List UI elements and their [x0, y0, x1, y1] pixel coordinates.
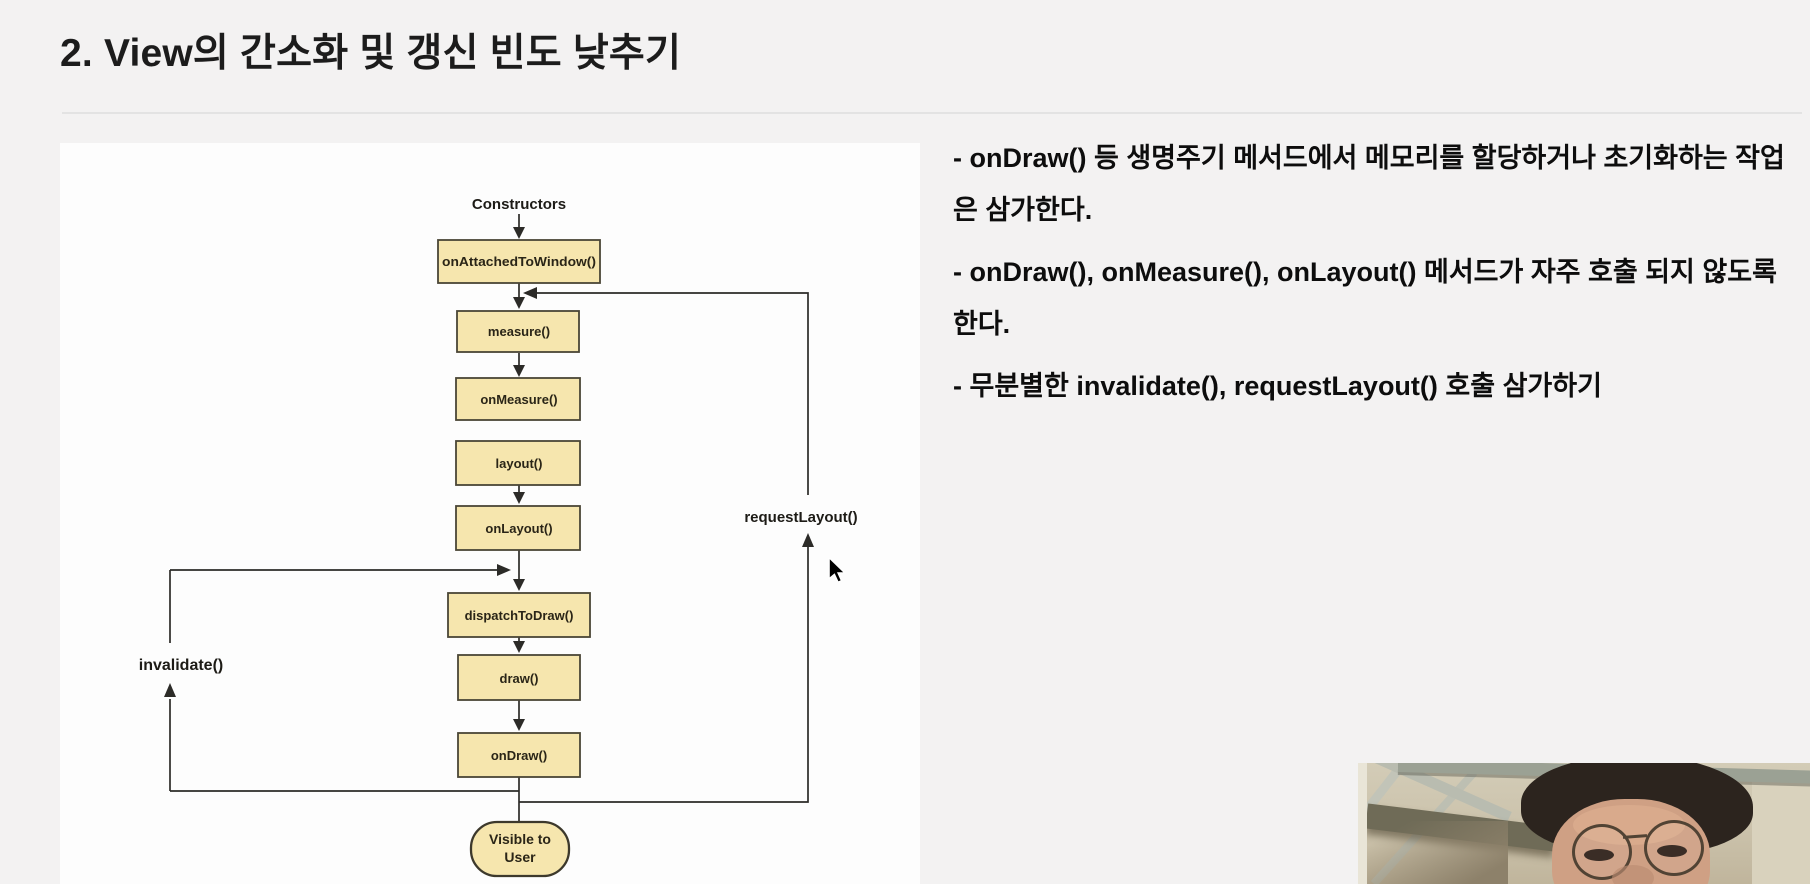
lifecycle-diagram-panel: Constructors invalidate() requestLayout(… — [60, 143, 920, 884]
notes-block: - onDraw() 등 생명주기 메서드에서 메모리를 할당하거나 초기화하는… — [953, 132, 1810, 422]
presenter-nose-shadow — [1612, 865, 1654, 884]
flow-node-layout: layout() — [455, 440, 581, 486]
presenter-webcam-overlay — [1358, 763, 1810, 884]
note-line: - 무분별한 invalidate(), requestLayout() 호출 … — [953, 371, 1602, 401]
svg-text:draw(): draw() — [500, 671, 539, 686]
flow-requestlayout-label: requestLayout() — [744, 509, 857, 526]
flow-invalidate-label: invalidate() — [139, 657, 223, 674]
svg-text:onLayout(): onLayout() — [485, 521, 552, 536]
note-line: 한다. — [953, 309, 1011, 339]
flow-node-measure: measure() — [456, 310, 580, 353]
flow-node-draw: draw() — [457, 654, 581, 701]
note-paragraph: - onDraw() 등 생명주기 메서드에서 메모리를 할당하거나 초기화하는… — [953, 132, 1810, 236]
svg-text:onDraw(): onDraw() — [491, 748, 547, 763]
flow-node-onmeasure: onMeasure() — [455, 377, 581, 421]
flow-node-onlayout: onLayout() — [455, 505, 581, 551]
webcam-wall — [1752, 778, 1810, 884]
webcam-wall-corner — [1358, 763, 1367, 884]
svg-text:onMeasure(): onMeasure() — [480, 392, 557, 407]
lifecycle-flowchart: Constructors invalidate() requestLayout(… — [139, 196, 858, 878]
note-line: 은 삼가한다. — [953, 195, 1093, 225]
webcam-wall-shadow — [1358, 821, 1508, 884]
svg-text:Visible to: Visible to — [489, 831, 551, 847]
flow-arrowheads — [164, 227, 814, 731]
note-paragraph: - onDraw(), onMeasure(), onLayout() 메서드가… — [953, 246, 1810, 350]
flow-node-onattachedtowindow: onAttachedToWindow() — [437, 239, 601, 284]
note-line: - onDraw() 등 생명주기 메서드에서 메모리를 할당하거나 초기화하는… — [953, 143, 1785, 173]
note-line: - onDraw(), onMeasure(), onLayout() 메서드가… — [953, 257, 1777, 287]
mouse-cursor — [826, 556, 848, 583]
svg-text:measure(): measure() — [488, 324, 550, 339]
svg-text:layout(): layout() — [496, 456, 543, 471]
flow-start-label: Constructors — [472, 196, 566, 213]
flow-node-ondraw: onDraw() — [457, 732, 581, 778]
flow-node-dispatchtodraw: dispatchToDraw() — [447, 592, 591, 638]
presenter-glasses-lens — [1644, 820, 1704, 876]
svg-text:dispatchToDraw(): dispatchToDraw() — [465, 608, 574, 623]
flow-connectors — [169, 214, 809, 822]
svg-text:User: User — [504, 849, 536, 865]
note-paragraph: - 무분별한 invalidate(), requestLayout() 호출 … — [953, 360, 1810, 412]
svg-text:onAttachedToWindow(): onAttachedToWindow() — [442, 254, 596, 269]
page-title: 2. View의 간소화 및 갱신 빈도 낮추기 — [60, 32, 682, 75]
flow-terminal-visible-to-user: Visible to User — [469, 820, 571, 878]
title-divider — [62, 112, 1802, 114]
